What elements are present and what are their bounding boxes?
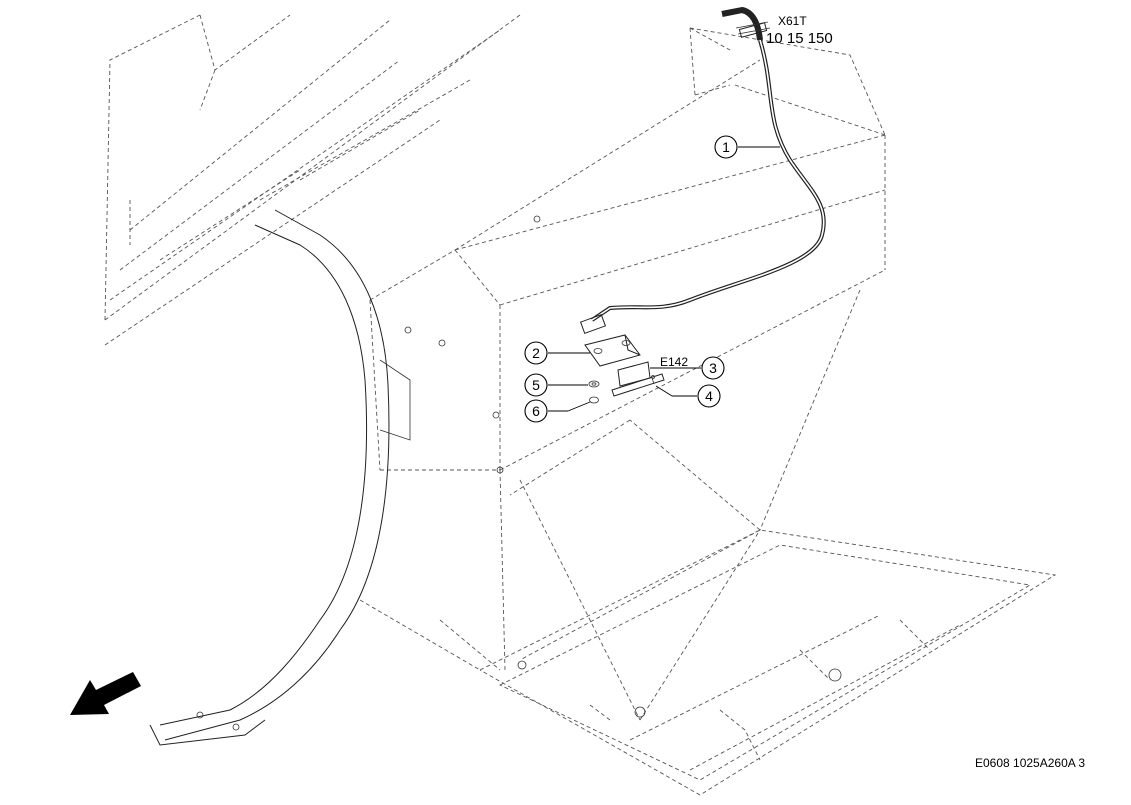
component-code: E142: [660, 355, 688, 369]
connector-code: X61T: [778, 14, 807, 28]
hopper-box: [369, 27, 886, 721]
wiring-harness: [579, 6, 826, 335]
callout-4: 4: [655, 384, 721, 408]
callout-2: 2: [524, 341, 590, 365]
chassis-frame: [104, 14, 521, 346]
connector-number: 10 15 150: [766, 30, 833, 47]
sensor-bracket: [584, 334, 665, 404]
callout-label: 1: [722, 139, 730, 155]
callout-label: 3: [709, 360, 717, 376]
callout-3: 3: [650, 356, 725, 380]
tubular-frame: [149, 209, 411, 746]
callout-6: 6: [524, 399, 591, 423]
callout-label: 4: [705, 388, 713, 404]
callout-label: 2: [532, 345, 540, 361]
callout-label: 5: [532, 377, 540, 393]
callout-label: 6: [532, 403, 540, 419]
callout-5: 5: [524, 373, 588, 397]
drawing-reference: E0608 1025A260A 3: [975, 756, 1085, 770]
lower-tray: [359, 529, 1057, 796]
callout-1: 1: [714, 135, 780, 159]
direction-arrow-icon: [70, 672, 141, 715]
